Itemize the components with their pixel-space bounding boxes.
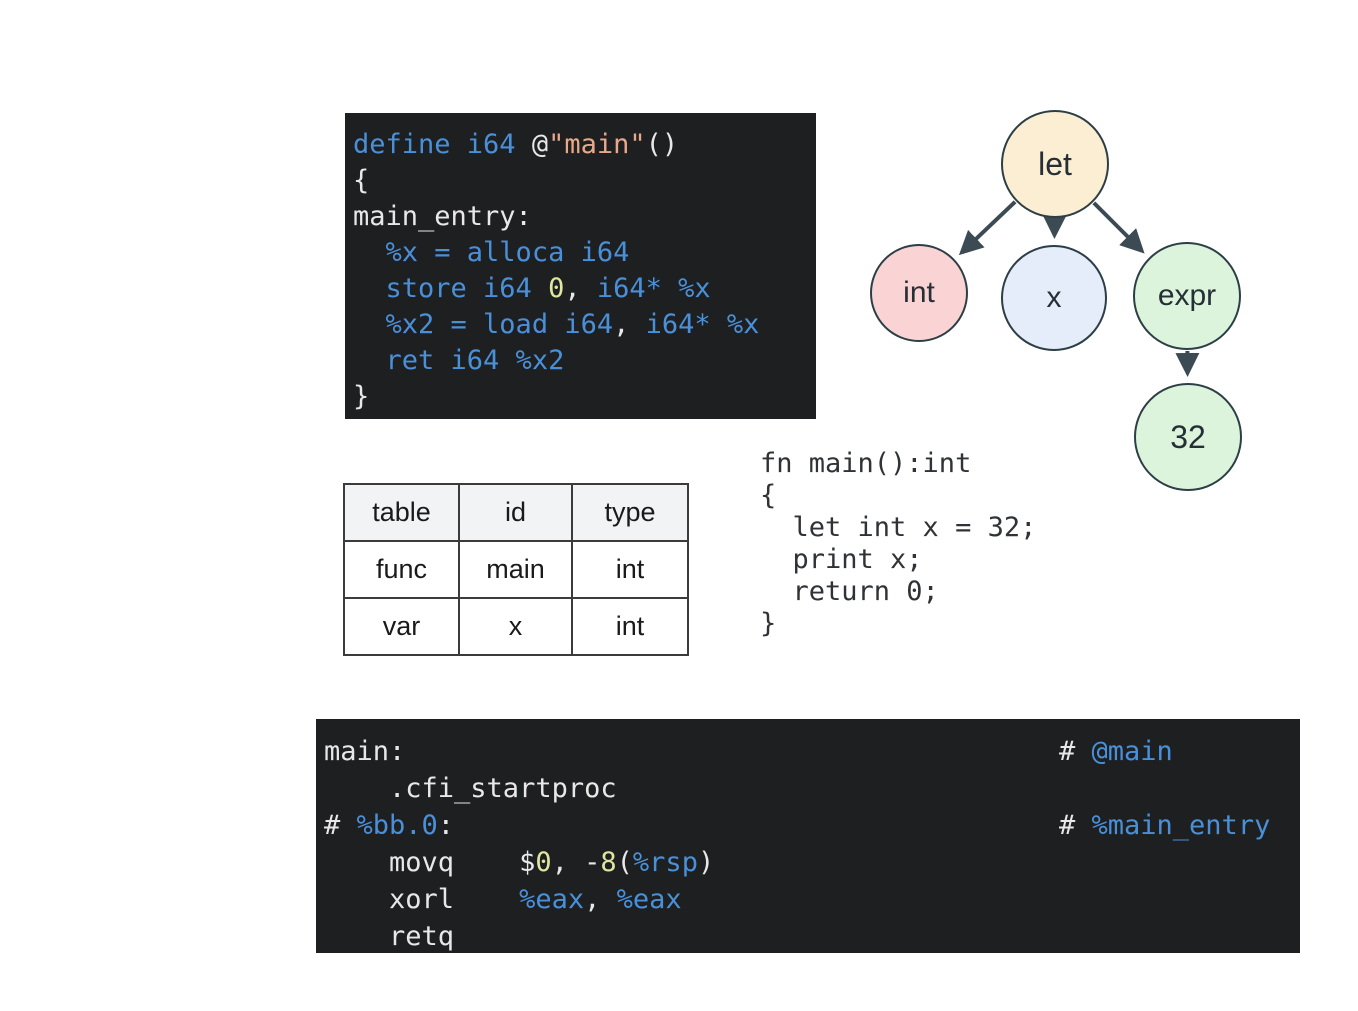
code-token: # xyxy=(324,810,357,841)
ast-node-label: 32 xyxy=(1170,418,1206,455)
ast-node-let: let xyxy=(1001,110,1109,218)
code-token: , xyxy=(564,273,581,304)
code-token xyxy=(353,345,386,376)
code-token: # xyxy=(1059,736,1092,767)
code-token: main: xyxy=(324,736,406,767)
symbol-table: table id type func main int var x int xyxy=(343,483,689,656)
ast-edges xyxy=(958,200,1200,378)
ast-edge-let-to-expr xyxy=(1092,201,1145,254)
ast-tree: let int x expr 32 xyxy=(850,100,1300,500)
code-instruction: .cfi_startproc xyxy=(324,773,617,804)
cell-id: x xyxy=(458,597,573,656)
code-token: ( xyxy=(616,847,633,878)
cell-type: int xyxy=(571,597,689,656)
symbol-table-body: func main int var x int xyxy=(343,540,689,656)
code-token: # xyxy=(1059,810,1092,841)
code-token: , - xyxy=(551,847,601,878)
llvm-ir-code-block: define i64 @"main"(){main_entry: %x = al… xyxy=(345,113,816,419)
symbol-table-head: table id type xyxy=(343,483,689,542)
code-line: xorl %eax, %eax xyxy=(324,881,1300,918)
code-token xyxy=(353,309,386,340)
code-line: store i64 0, i64* %x xyxy=(353,271,816,307)
code-token: ) xyxy=(697,847,715,878)
code-instruction: main: xyxy=(324,736,405,767)
ast-node-label: let xyxy=(1038,145,1072,182)
code-line: # %bb.0:# %main_entry xyxy=(324,807,1300,844)
code-token: define xyxy=(353,129,467,160)
code-instruction: retq xyxy=(324,921,454,952)
ast-node-32: 32 xyxy=(1134,383,1242,491)
code-line: main: # @main xyxy=(324,733,1300,770)
ast-node-label: expr xyxy=(1157,279,1217,312)
code-token: %eax xyxy=(616,884,682,915)
code-instruction: movq $0, -8(%rsp) xyxy=(324,847,714,878)
code-token: i64 xyxy=(466,129,532,160)
ast-node-expr: expr xyxy=(1133,242,1241,350)
code-token: movq xyxy=(324,847,520,878)
code-token: () xyxy=(645,129,679,160)
code-token: $ xyxy=(519,847,536,878)
code-token: i64* %x xyxy=(629,309,760,340)
code-token: %eax xyxy=(519,884,585,915)
code-instruction: xorl %eax, %eax xyxy=(324,884,682,915)
code-token: @ xyxy=(531,129,549,160)
code-token xyxy=(353,273,386,304)
ast-edge-let-to-int xyxy=(958,200,1017,256)
code-token xyxy=(353,237,386,268)
code-line: main_entry: xyxy=(353,199,816,235)
code-line: movq $0, -8(%rsp) xyxy=(324,844,1300,881)
code-line: %x2 = load i64, i64* %x xyxy=(353,307,816,343)
code-line: .cfi_startproc xyxy=(324,770,1300,807)
code-token: 8 xyxy=(600,847,617,878)
code-line: define i64 @"main"() xyxy=(353,127,816,163)
code-token: %rsp xyxy=(632,847,698,878)
code-token: %x = alloca i64 xyxy=(385,237,630,268)
cell-id: main xyxy=(458,540,573,599)
code-token: main_entry: xyxy=(353,201,532,232)
code-token: , xyxy=(613,309,630,340)
code-token: %main_entry xyxy=(1091,810,1271,841)
code-token: i64* %x xyxy=(580,273,711,304)
code-token: @main xyxy=(1091,736,1173,767)
code-comment: # %main_entry xyxy=(1059,807,1270,844)
code-line: { xyxy=(353,163,816,199)
code-token: 0 xyxy=(548,273,565,304)
ast-node-label: x xyxy=(1046,281,1062,314)
column-header-id: id xyxy=(458,483,573,542)
cell-table: func xyxy=(343,540,460,599)
code-token: } xyxy=(353,381,370,412)
code-token: , xyxy=(584,884,617,915)
code-token: { xyxy=(353,165,370,196)
ast-node-label: int xyxy=(903,276,935,309)
code-line: retq xyxy=(324,918,1300,955)
code-token: store i64 xyxy=(385,273,549,304)
code-token: %bb.0 xyxy=(356,810,438,841)
code-token: %x2 = load i64 xyxy=(385,309,614,340)
cell-table: var xyxy=(343,597,460,656)
code-token: .cfi_startproc xyxy=(324,773,617,804)
code-line: %x = alloca i64 xyxy=(353,235,816,271)
ast-node-int: int xyxy=(870,244,968,342)
code-token: "main" xyxy=(548,129,646,160)
source-code-snippet: fn main():int { let int x = 32; print x;… xyxy=(760,448,1037,639)
code-token: 0 xyxy=(535,847,552,878)
code-token: xorl xyxy=(324,884,520,915)
code-line: } xyxy=(353,379,816,415)
cell-type: int xyxy=(571,540,689,599)
code-comment: # @main xyxy=(1059,733,1173,770)
code-instruction: # %bb.0: xyxy=(324,810,454,841)
table-header-row: table id type xyxy=(343,483,689,542)
code-token: : xyxy=(437,810,455,841)
column-header-table: table xyxy=(343,483,460,542)
table-row: var x int xyxy=(343,597,689,656)
ast-node-x: x xyxy=(1001,245,1107,351)
column-header-type: type xyxy=(571,483,689,542)
code-line: ret i64 %x2 xyxy=(353,343,816,379)
code-token: retq xyxy=(324,921,455,952)
table-row: func main int xyxy=(343,540,689,599)
code-token: ret i64 %x2 xyxy=(385,345,565,376)
assembly-code-block: main:# @main .cfi_startproc# %bb.0:# %ma… xyxy=(316,719,1300,953)
